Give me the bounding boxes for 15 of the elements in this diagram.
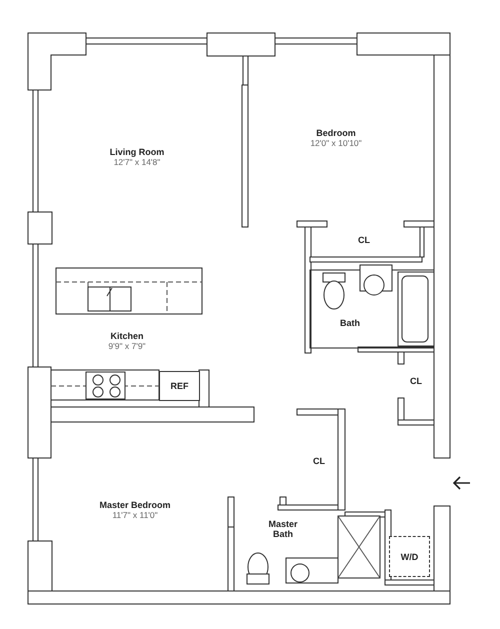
refrigerator: REF	[159, 371, 200, 401]
room-label: Master Bedroom	[100, 500, 170, 510]
room-label: Bedroom	[316, 128, 356, 138]
room-label: Kitchen	[110, 331, 144, 342]
room-label: Bath	[340, 318, 360, 328]
room-label: Master Bath	[267, 519, 298, 540]
appliance-area: W/D	[389, 536, 430, 577]
room-label: CL	[313, 456, 325, 466]
room-dimensions: 11'7" x 11'0"	[112, 511, 158, 521]
room-label: CL	[358, 235, 370, 246]
room-dimensions: 9'9" x 7'9"	[108, 342, 146, 352]
room-label: Living Room	[110, 147, 164, 158]
room-dimensions: 12'0" x 10'10"	[310, 139, 362, 149]
room-label: CL	[410, 376, 422, 386]
room-dimensions: 12'7" x 14'8"	[114, 158, 160, 168]
